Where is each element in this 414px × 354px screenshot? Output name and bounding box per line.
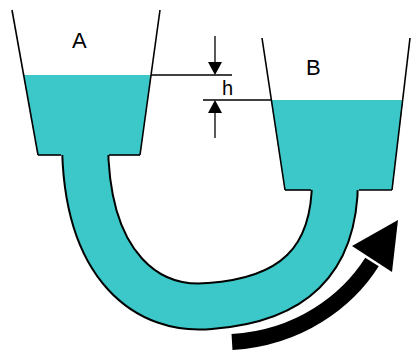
vessel-label: A (72, 30, 87, 52)
flow-arrow (232, 262, 372, 342)
water-a (24, 75, 151, 155)
vessel-label: B (306, 57, 321, 79)
dimension-arrowhead (208, 62, 222, 75)
tank-a (12, 10, 160, 155)
water-b (271, 100, 403, 190)
dimension-arrowhead (208, 100, 222, 113)
dimension-label: h (222, 78, 233, 98)
height-dimension (151, 36, 272, 138)
flow-arrowhead (352, 220, 398, 272)
tank-b (262, 38, 410, 190)
